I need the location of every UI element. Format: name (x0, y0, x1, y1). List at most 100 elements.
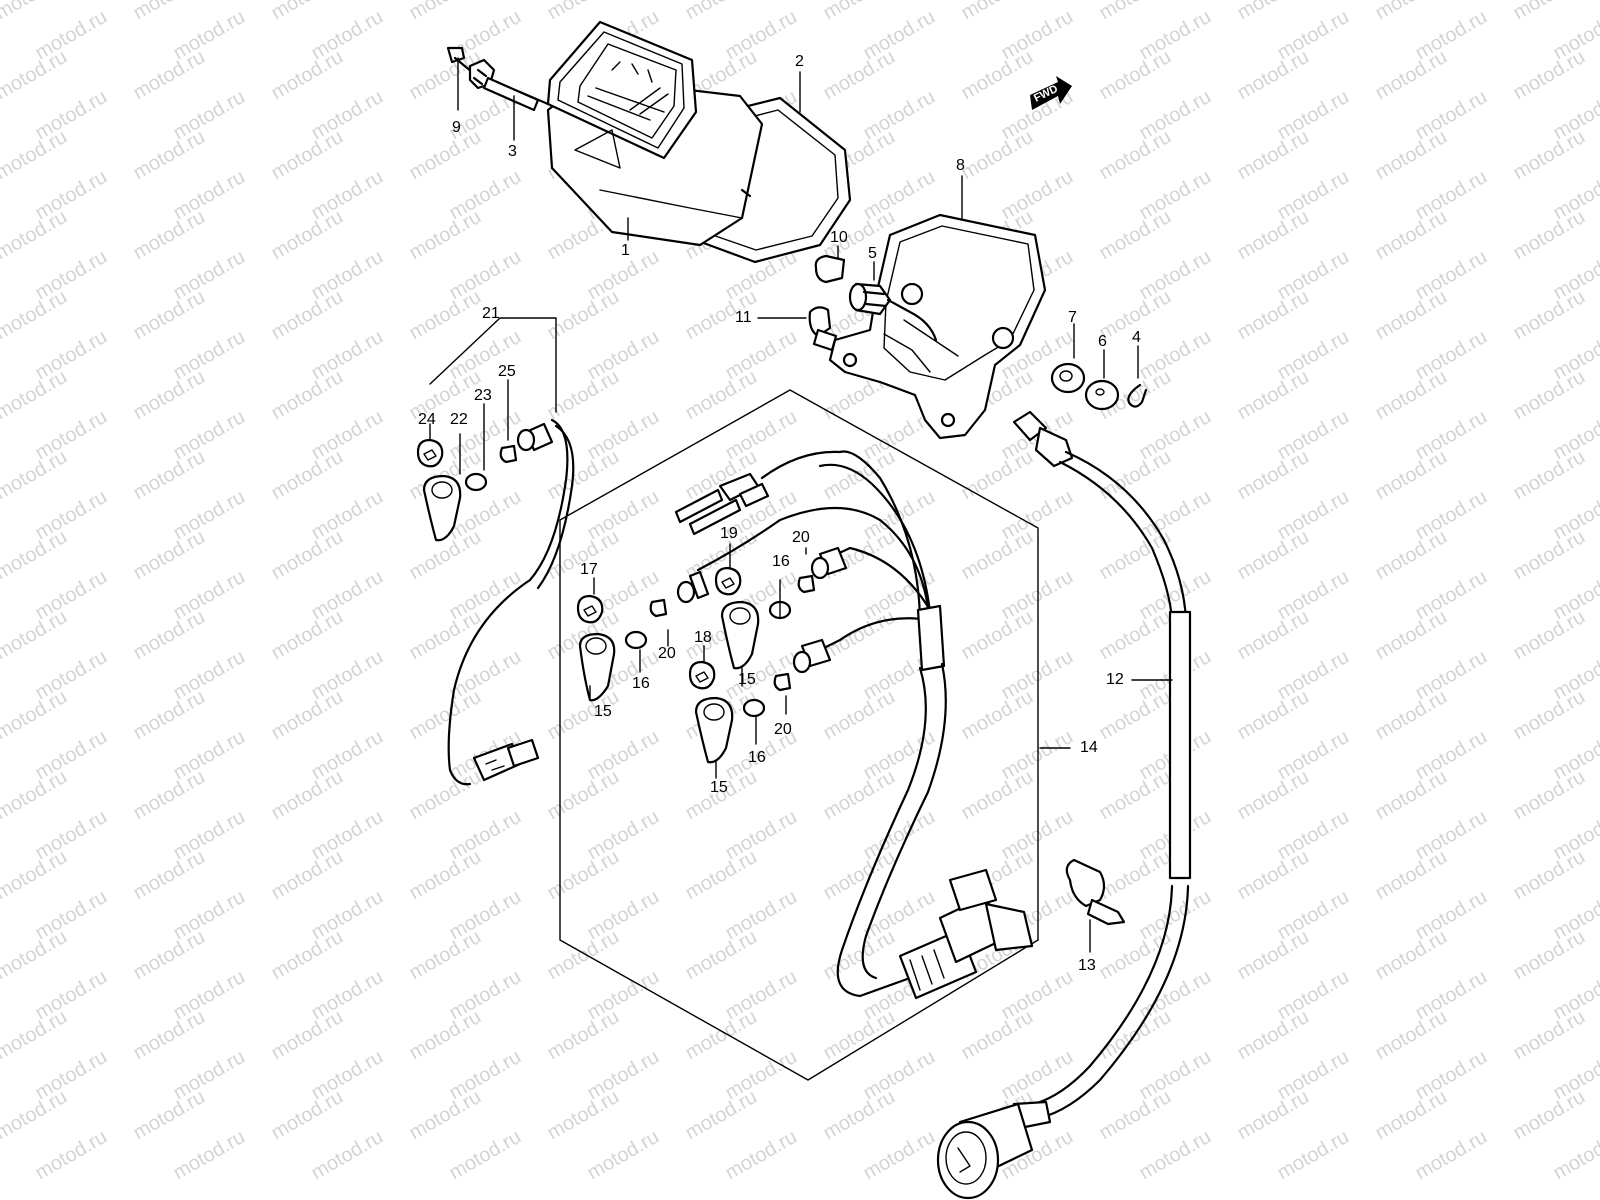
watermark-text: motod.ru (958, 766, 1037, 825)
watermark-text: motod.ru (958, 686, 1037, 745)
watermark-text: motod.ru (544, 0, 623, 24)
label-part-17: 17 (580, 561, 598, 578)
watermark-text: motod.ru (1510, 46, 1589, 105)
watermark-text: motod.ru (1412, 1126, 1491, 1185)
watermark-text: motod.ru (820, 766, 899, 825)
watermark-text: motod.ru (1372, 0, 1451, 24)
label-part-12: 12 (1106, 671, 1124, 688)
watermark-text: motod.ru (1096, 206, 1175, 265)
watermark-text: motod.ru (268, 686, 347, 745)
label-part-8: 8 (956, 157, 965, 174)
watermark-text: motod.ru (1234, 686, 1313, 745)
label-part-10: 10 (830, 229, 848, 246)
watermark-text: motod.ru (130, 286, 209, 345)
watermark-text: motod.ru (130, 0, 209, 24)
label-part-21: 21 (482, 305, 500, 322)
watermark-text: motod.ru (1234, 1006, 1313, 1065)
bulb-holder-set-lower (688, 660, 766, 764)
watermark-text: motod.ru (406, 686, 485, 745)
watermark-text: motod.ru (1234, 766, 1313, 825)
watermark-text: motod.ru (820, 46, 899, 105)
watermark-text: motod.ru (1096, 606, 1175, 665)
watermark-text: motod.ru (0, 46, 71, 105)
label-part-15b: 15 (738, 671, 756, 688)
watermark-text: motod.ru (1234, 926, 1313, 985)
harness-sockets (649, 546, 848, 692)
watermark-text: motod.ru (1096, 126, 1175, 185)
watermark-text: motod.ru (1234, 0, 1313, 24)
watermark-text: motod.ru (1510, 206, 1589, 265)
watermark-text: motod.ru (0, 926, 71, 985)
watermark-text: motod.ru (860, 1126, 939, 1185)
watermark-text: motod.ru (1234, 526, 1313, 585)
part-labels: 1 2 3 4 5 6 7 8 9 10 11 12 13 14 15 15 1… (418, 53, 1141, 974)
watermark-text: motod.ru (446, 1126, 525, 1185)
watermark-text: motod.ru (1510, 766, 1589, 825)
grommet-washer-clip (1050, 362, 1148, 411)
watermark-text: motod.ru (958, 606, 1037, 665)
watermark-text: motod.ru (1510, 926, 1589, 985)
watermark-text: motod.ru (1234, 1086, 1313, 1145)
watermark-text: motod.ru (1510, 366, 1589, 425)
watermark-text: motod.ru (1510, 846, 1589, 905)
label-part-11: 11 (735, 309, 752, 326)
watermark-text: motod.ru (130, 1006, 209, 1065)
bulb-socket-parts (808, 254, 938, 352)
watermark-text: motod.ru (544, 926, 623, 985)
bulb-holder-set-left (576, 594, 648, 702)
watermark-text: motod.ru (958, 526, 1037, 585)
watermark-text: motod.ru (958, 1006, 1037, 1065)
watermark-text: motod.ru (1372, 1086, 1451, 1145)
watermark-text: motod.ru (130, 206, 209, 265)
watermark-text: motod.ru (544, 1006, 623, 1065)
watermark-text: motod.ru (1274, 1126, 1353, 1185)
watermark-text: motod.ru (682, 0, 761, 24)
watermark-text: motod.ru (1234, 606, 1313, 665)
watermark-text: motod.ru (1234, 46, 1313, 105)
label-part-4: 4 (1132, 329, 1141, 346)
watermark-text: motod.ru (1372, 846, 1451, 905)
watermark-text: motod.ru (406, 286, 485, 345)
watermark-text: motod.ru (170, 1126, 249, 1185)
watermark-text: motod.ru (268, 446, 347, 505)
watermark-text: motod.ru (1096, 766, 1175, 825)
watermark-text: motod.ru (406, 126, 485, 185)
label-part-7: 7 (1068, 309, 1077, 326)
label-part-20c: 20 (774, 721, 792, 738)
speedometer-cable (936, 410, 1192, 1200)
label-part-1: 1 (621, 242, 630, 259)
watermark-text: motod.ru (820, 686, 899, 745)
watermark-text: motod.ru (1234, 206, 1313, 265)
watermark-text: motod.ru (0, 1086, 71, 1145)
label-part-20b: 20 (792, 529, 810, 546)
watermark-text: motod.ru (406, 1006, 485, 1065)
watermark-text: motod.ru (130, 926, 209, 985)
watermark-text: motod.ru (406, 606, 485, 665)
harness-frame (559, 389, 1039, 1081)
label-part-13: 13 (1078, 957, 1096, 974)
gear-screw-part (446, 46, 550, 112)
label-part-5: 5 (868, 245, 877, 262)
label-part-15a: 15 (594, 703, 612, 720)
watermark-text: motod.ru (1234, 846, 1313, 905)
watermark-text: motod.ru (0, 446, 71, 505)
watermark-text: motod.ru (1096, 846, 1175, 905)
watermark-text: motod.ru (0, 1006, 71, 1065)
watermark-text: motod.ru (1372, 766, 1451, 825)
watermark-text: motod.ru (268, 1086, 347, 1145)
watermark-text: motod.ru (1372, 1006, 1451, 1065)
label-part-3: 3 (508, 143, 517, 160)
watermark-text: motod.ru (958, 46, 1037, 105)
label-part-25: 25 (498, 363, 516, 380)
watermark-text: motod.ru (1510, 446, 1589, 505)
watermark-text: motod.ru (130, 126, 209, 185)
watermark-text: motod.ru (0, 526, 71, 585)
watermark-text: motod.ru (544, 446, 623, 505)
watermark-text: motod.ru (0, 686, 71, 745)
watermark-text: motod.ru (820, 1086, 899, 1145)
watermark-text: motod.ru (1372, 686, 1451, 745)
watermark-text: motod.ru (406, 0, 485, 24)
watermark-text: motod.ru (0, 366, 71, 425)
